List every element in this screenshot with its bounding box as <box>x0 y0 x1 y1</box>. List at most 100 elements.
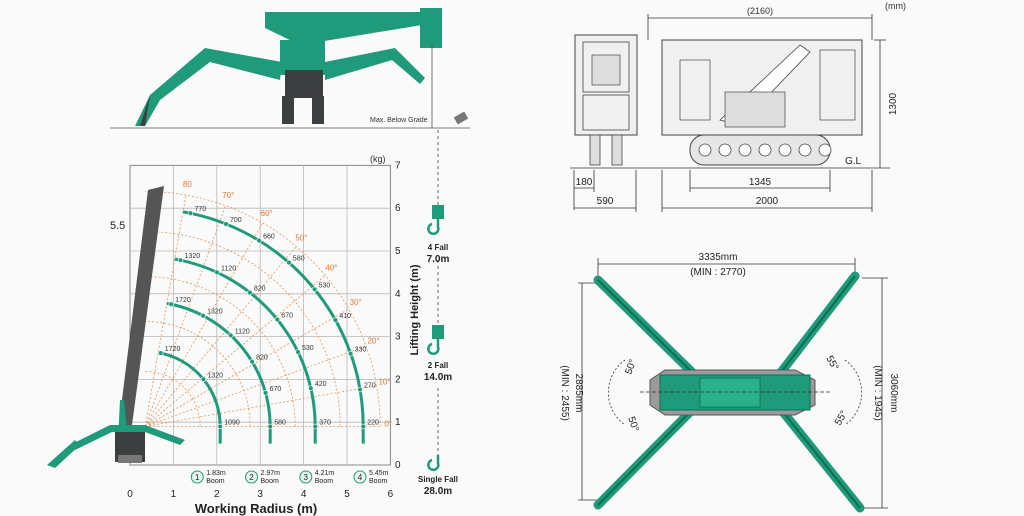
load-value: 530 <box>319 282 331 289</box>
hook-icon-2-fall <box>427 325 444 356</box>
angle-right-upper: 55° <box>823 354 840 373</box>
load-point <box>360 423 366 430</box>
boom-tip-height: 5.5 <box>110 220 125 232</box>
track-wheel <box>778 143 792 157</box>
chart-crane-silhouette <box>47 186 185 468</box>
load-value: 420 <box>315 381 327 388</box>
load-point <box>332 317 339 323</box>
boom-legend-badge <box>353 470 367 484</box>
boom-legend-sub: Boom <box>206 478 224 485</box>
load-value: 220 <box>367 419 379 426</box>
load-value: 1120 <box>221 265 236 272</box>
angle-label: 20° <box>367 336 379 345</box>
outrigger-left-min: (MIN : 2455) <box>559 365 570 421</box>
boom-legend-badge <box>299 470 313 484</box>
dim-1345: 1345 <box>749 177 772 188</box>
load-point <box>247 289 253 296</box>
dim-2160: (2160) <box>747 6 773 16</box>
load-point <box>158 350 164 356</box>
angle-left-lower: 50° <box>625 415 641 433</box>
track-wheel <box>738 143 752 157</box>
kg-unit-label: (kg) <box>370 154 386 164</box>
boom-legend-number: 2 <box>249 473 254 482</box>
y-tick-label: 1 <box>395 417 401 428</box>
x-tick-label: 4 <box>301 489 307 500</box>
boom-legend-length: 2.97m <box>261 470 281 477</box>
boom-legend-sub: Boom <box>315 478 333 485</box>
boom-legend-number: 1 <box>195 473 200 482</box>
load-point <box>286 259 292 266</box>
boom-legend-badge <box>190 470 204 484</box>
load-chart: 0°10°20°30°40°50°60°70°80 17201320109017… <box>47 154 421 516</box>
load-point <box>200 313 206 319</box>
load-point <box>256 237 262 244</box>
load-value: 1320 <box>207 309 223 316</box>
angle-right-lower: 55° <box>833 409 850 428</box>
load-value: 1720 <box>175 297 191 304</box>
outrigger-right-height: 3060mm <box>888 374 899 413</box>
angle-label: 10° <box>378 377 390 386</box>
load-value: 530 <box>302 345 314 352</box>
y-tick-label: 2 <box>395 374 401 385</box>
track-wheel <box>718 143 732 157</box>
load-point <box>357 386 363 393</box>
hook-icon-single-fall <box>427 455 440 472</box>
y-tick-label: 3 <box>395 332 401 343</box>
angle-label: 60° <box>261 209 273 218</box>
x-tick-label: 0 <box>127 489 133 500</box>
x-tick-label: 5 <box>344 489 350 500</box>
load-value: 270 <box>364 383 376 390</box>
angle-ring <box>145 231 341 427</box>
load-point <box>311 286 318 292</box>
angle-lines: 0°10°20°30°40°50°60°70°80 <box>144 180 392 428</box>
front-machine <box>574 34 638 166</box>
load-point <box>214 269 220 276</box>
below-grade-label: Max. Below Grade <box>370 117 428 124</box>
angle-label: 50° <box>295 233 307 242</box>
boom-arc <box>166 301 272 444</box>
load-value: 820 <box>254 286 266 293</box>
load-point <box>295 349 301 355</box>
outrigger-right-min: (MIN : 1945) <box>872 365 883 421</box>
hook-2fall-label: 2 Fall <box>428 361 448 370</box>
load-value: 820 <box>256 355 268 362</box>
angle-line <box>144 205 226 427</box>
angle-left-upper: 50° <box>623 358 639 376</box>
y-tick-label: 5 <box>395 246 401 257</box>
load-point <box>223 221 229 227</box>
load-value: 1320 <box>207 372 223 379</box>
boom-legend-number: 4 <box>358 473 363 482</box>
load-value: 1120 <box>235 328 250 335</box>
boom-legend-length: 5.45m <box>369 470 389 477</box>
angle-label: 30° <box>350 298 362 307</box>
outrigger-plan: 3335mm (MIN : 2770) 2885mm (MIN : 2455) … <box>559 252 899 513</box>
dim-1300: 1300 <box>888 92 899 115</box>
hook-2fall-value: 14.0m <box>424 372 452 383</box>
side-elevation: (mm) (2160) G.L 1300 <box>570 1 906 212</box>
gl-label: G.L <box>845 156 862 167</box>
load-value: 700 <box>230 217 242 224</box>
load-point <box>217 423 223 430</box>
load-point <box>267 423 273 430</box>
boom-arc <box>182 210 365 444</box>
angle-line <box>144 194 187 427</box>
outrigger-width-min: (MIN : 2770) <box>690 267 746 278</box>
load-point <box>187 210 194 216</box>
hook-4fall-value: 7.0m <box>427 254 450 265</box>
load-value: 670 <box>281 312 293 319</box>
load-value: 1090 <box>224 419 240 426</box>
hook-icon-4-fall <box>427 205 444 236</box>
x-axis-title: Working Radius (m) <box>195 501 318 516</box>
angle-line <box>144 246 297 427</box>
angle-label: 70° <box>222 191 234 200</box>
y-tick-label: 0 <box>395 460 401 471</box>
y-axis-title: Lifting Height (m) <box>409 264 421 355</box>
track-wheel <box>798 143 812 157</box>
load-value: 580 <box>293 256 305 263</box>
angle-label: 40° <box>325 263 337 272</box>
dim-2000: 2000 <box>756 196 779 207</box>
angle-ring <box>145 276 296 427</box>
x-tick-label: 2 <box>214 489 220 500</box>
load-value: 580 <box>274 419 286 426</box>
